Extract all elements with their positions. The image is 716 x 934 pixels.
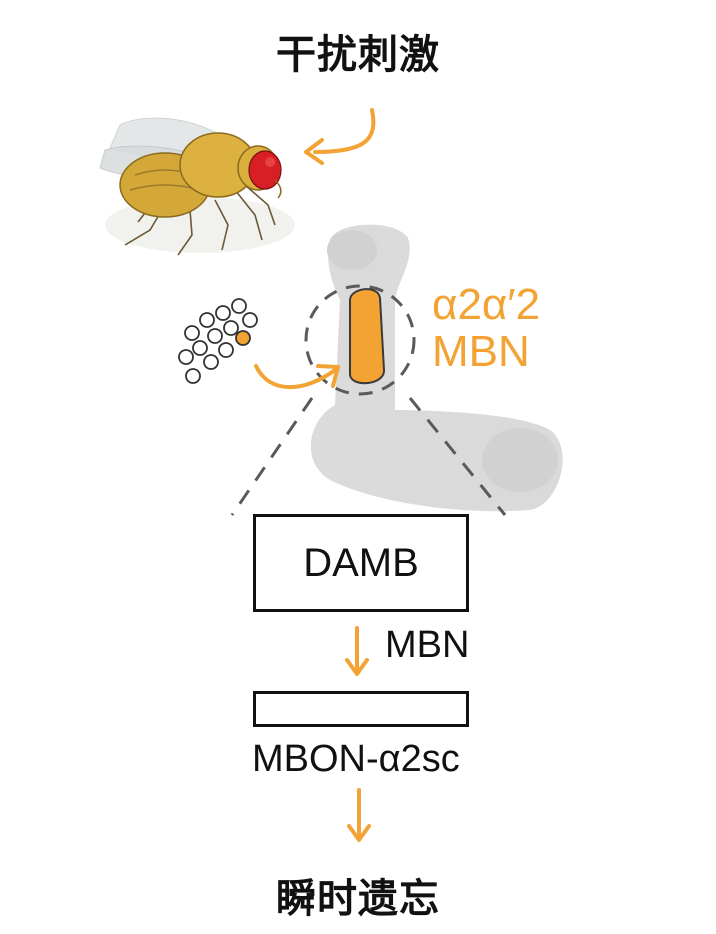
- stimulus-arrow: [313, 108, 376, 154]
- projection-arrow: [254, 364, 337, 390]
- mbon-box: [253, 691, 469, 727]
- damb-label: DAMB: [303, 541, 419, 585]
- fruit-fly-illustration: [99, 117, 295, 256]
- mbon-label: MBON-α2sc: [252, 738, 460, 780]
- neuron-cluster-icon: [178, 298, 258, 384]
- arrow-down-2: [347, 788, 371, 842]
- neuron-label-line2: MBN: [432, 327, 530, 376]
- bottom-label: 瞬时遗忘: [276, 875, 440, 922]
- top-label: 干扰刺激: [276, 31, 440, 78]
- zoom-circle: [304, 284, 416, 396]
- alpha2-neuron-region: [349, 288, 386, 385]
- arrow-down-1: [345, 626, 369, 676]
- arrow-label-mbn: MBN: [385, 624, 470, 666]
- neuron-label-line1: α2α′2: [432, 280, 541, 329]
- damb-box: DAMB: [253, 514, 469, 612]
